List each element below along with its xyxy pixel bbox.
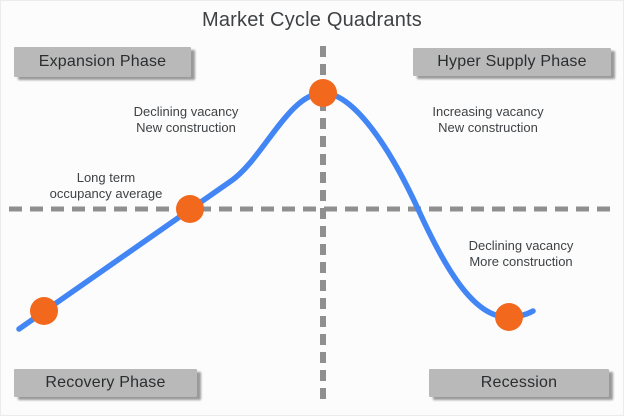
phase-label-expansion: Expansion Phase <box>38 53 167 70</box>
annotation-long-term-average: Long term occupancy average <box>49 170 163 201</box>
phase-box-expansion: Expansion Phase <box>14 47 191 77</box>
phase-box-recession: Recession <box>429 369 609 397</box>
annotation-recession: Declining vacancy More construction <box>468 238 574 269</box>
annotation-hyper-supply: Increasing vacancy New construction <box>432 104 544 135</box>
phase-box-recovery: Recovery Phase <box>14 369 197 397</box>
cycle-marker-dot <box>309 79 337 107</box>
cycle-marker-dot <box>30 297 58 325</box>
cycle-marker-dot <box>495 303 523 331</box>
page-title: Market Cycle Quadrants <box>201 9 423 31</box>
phase-box-hyper-supply: Hyper Supply Phase <box>413 48 611 76</box>
phase-label-recession: Recession <box>480 374 558 391</box>
phase-label-recovery: Recovery Phase <box>45 374 166 391</box>
annotation-expansion: Declining vacancy New construction <box>133 104 239 135</box>
cycle-marker-dot <box>176 195 204 223</box>
phase-label-hyper-supply: Hyper Supply Phase <box>437 53 587 70</box>
